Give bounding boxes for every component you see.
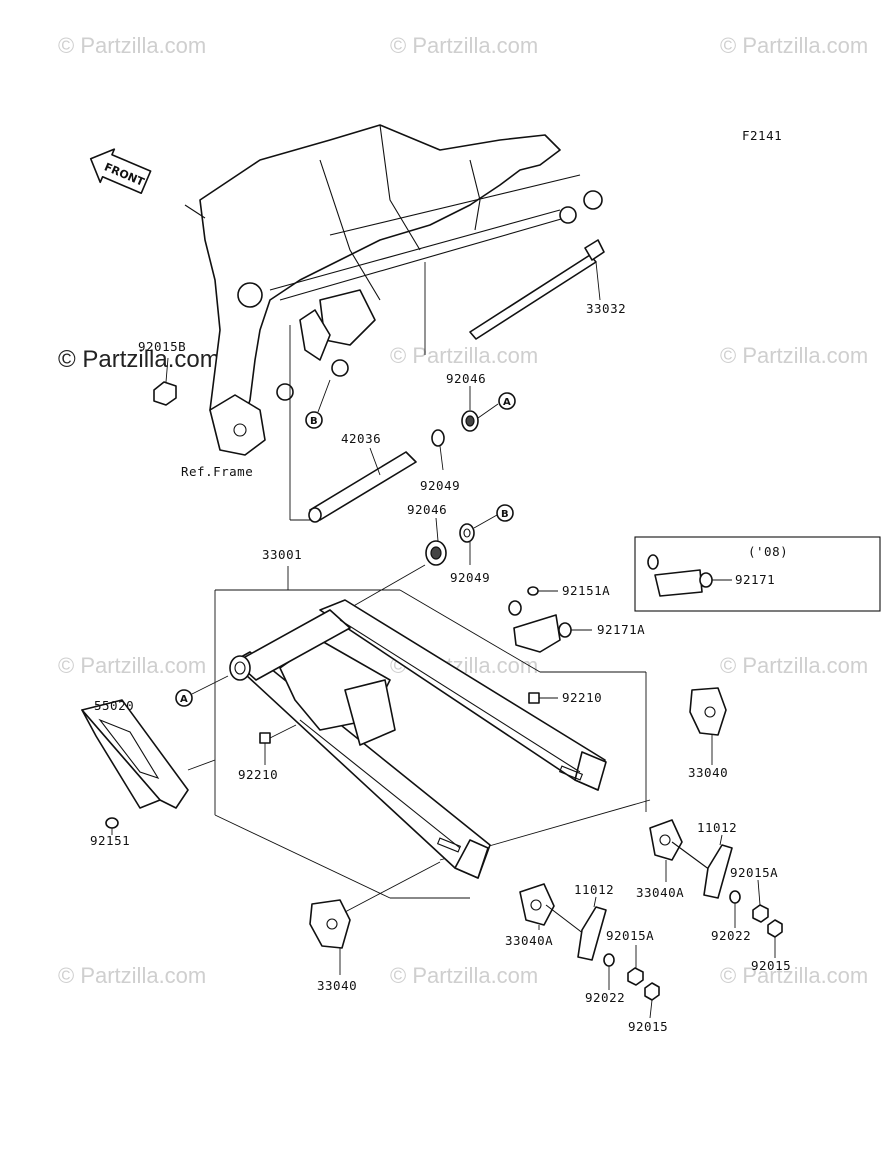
collar-92049-top	[431, 429, 445, 471]
part-label-92171a: 92171A	[597, 622, 645, 637]
watermark: © Partzilla.com	[58, 33, 206, 58]
plate-11012-left	[577, 896, 607, 961]
watermark: © Partzilla.com	[390, 343, 538, 368]
grease-nipple-92210-right	[528, 692, 558, 704]
watermark-layer: © Partzilla.com © Partzilla.com © Partzi…	[58, 33, 868, 988]
callout-a-top: A	[498, 392, 516, 410]
part-label-92046-top: 92046	[446, 371, 486, 386]
swingarm-33001	[229, 599, 607, 879]
part-label-33040-right: 33040	[688, 765, 728, 780]
watermark-prominent: © Partzilla.com	[58, 346, 220, 373]
bearing-92046-top	[461, 386, 499, 432]
part-label-92015a-left: 92015A	[606, 928, 654, 943]
callout-a-swingarm: A	[175, 675, 229, 707]
nut-92015a-right	[752, 879, 769, 923]
part-label-92049-mid: 92049	[450, 570, 490, 585]
callout-b-frame: B	[305, 379, 331, 429]
part-label-42036: 42036	[341, 431, 381, 446]
watermark: © Partzilla.com	[390, 33, 538, 58]
part-label-33040a-right: 33040A	[636, 885, 684, 900]
part-label-92046-mid: 92046	[407, 502, 447, 517]
watermark: © Partzilla.com	[720, 653, 868, 678]
front-arrow-icon: FRONT	[89, 148, 152, 195]
part-label-92015a-right: 92015A	[730, 865, 778, 880]
part-label-92022-left: 92022	[585, 990, 625, 1005]
part-label-92015b: 92015B	[138, 339, 186, 354]
part-label-92015-left: 92015	[628, 1019, 668, 1034]
part-label-33040-left: 33040	[317, 978, 357, 993]
swingarm-bracket-lines	[214, 566, 651, 899]
plate-11012-right	[703, 834, 733, 899]
watermark: © Partzilla.com	[58, 653, 206, 678]
washer-92022-left	[603, 953, 615, 990]
chain-guide-55020	[81, 699, 216, 809]
nut-92015-left	[644, 982, 660, 1019]
watermark: © Partzilla.com	[58, 963, 206, 988]
bolt-92151	[105, 817, 119, 835]
part-label-92210-right: 92210	[562, 690, 602, 705]
pivot-shaft-33032	[469, 239, 605, 340]
part-label-92022-right: 92022	[711, 928, 751, 943]
svg-text:A: A	[503, 397, 511, 408]
part-label-55020: 55020	[94, 698, 134, 713]
adjuster-33040a-right	[649, 819, 711, 882]
nut-92015-right	[767, 919, 783, 958]
svg-text:A: A	[180, 694, 188, 705]
grease-nipple-92210-left	[259, 724, 297, 765]
clamp-92171a	[508, 600, 592, 653]
watermark: © Partzilla.com	[720, 343, 868, 368]
watermark: © Partzilla.com	[720, 963, 868, 988]
part-label-92151: 92151	[90, 833, 130, 848]
year-note-box	[634, 536, 881, 612]
washer-92022-right	[729, 890, 741, 928]
part-label-11012-right: 11012	[697, 820, 737, 835]
part-label-92171: 92171	[735, 572, 775, 587]
chain-adjuster-plate-33040-right	[689, 687, 727, 765]
svg-text:B: B	[310, 416, 318, 427]
year-note: ('08)	[748, 544, 788, 559]
part-label-11012-left: 11012	[574, 882, 614, 897]
frame-illustration	[184, 124, 603, 456]
chain-adjuster-plate-33040-left	[309, 861, 441, 975]
watermark: © Partzilla.com	[390, 963, 538, 988]
nut-92015b	[153, 357, 177, 406]
part-label-92151a: 92151A	[562, 583, 610, 598]
bolt-92151a	[527, 586, 558, 596]
callout-b-mid: B	[496, 504, 514, 522]
part-label-92210-left: 92210	[238, 767, 278, 782]
watermark: © Partzilla.com	[720, 33, 868, 58]
svg-text:B: B	[501, 509, 509, 520]
sleeve-42036	[308, 447, 417, 523]
diagram-code: F2141	[742, 128, 782, 143]
bearing-92046-mid	[425, 517, 447, 566]
ref-frame-label: Ref.Frame	[181, 464, 253, 479]
part-label-33001: 33001	[262, 547, 302, 562]
adjuster-33040a-left	[519, 883, 585, 935]
part-label-92049-top: 92049	[420, 478, 460, 493]
part-label-33040a-left: 33040A	[505, 933, 553, 948]
part-label-33032: 33032	[586, 301, 626, 316]
part-label-92015-right: 92015	[751, 958, 791, 973]
collar-92049-mid	[459, 514, 498, 565]
nut-92015a-left	[627, 945, 644, 986]
